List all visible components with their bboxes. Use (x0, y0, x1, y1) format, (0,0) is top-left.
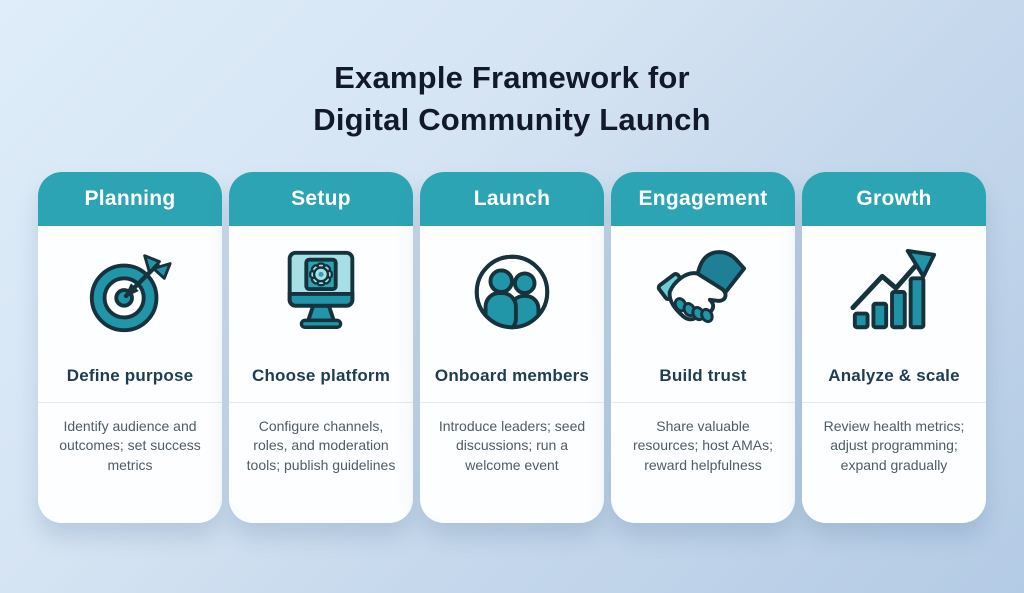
column-launch-header: Launch (420, 172, 604, 226)
column-setup-subtitle: Choose platform (251, 366, 391, 385)
column-planning-header: Planning (38, 172, 222, 226)
column-setup-body: Choose platform Configure channels, role… (229, 226, 413, 523)
framework-columns: Planning Define purpose Identify audienc… (38, 172, 986, 523)
column-planning: Planning Define purpose Identify audienc… (38, 172, 222, 523)
column-setup-description: Configure channels, roles, and moderatio… (229, 402, 413, 523)
page-title: Example Framework for Digital Community … (0, 57, 1024, 141)
column-growth-body: Analyze & scale Review health metrics; a… (802, 226, 986, 523)
column-engagement: Engagement Build trust Share valuable re… (611, 172, 795, 523)
people-circle-icon (465, 226, 559, 350)
column-engagement-header: Engagement (611, 172, 795, 226)
column-engagement-description: Share valuable resources; host AMAs; rew… (611, 402, 795, 523)
column-launch-subtitle: Onboard members (434, 366, 590, 385)
column-planning-description: Identify audience and outcomes; set succ… (38, 402, 222, 523)
column-setup: Setup (229, 172, 413, 523)
page-title-line-1: Example Framework for (334, 60, 690, 95)
page-title-line-2: Digital Community Launch (313, 102, 711, 138)
column-launch-description: Introduce leaders; seed discussions; run… (420, 402, 604, 523)
column-launch: Launch (420, 172, 604, 523)
column-growth-description: Review health metrics; adjust programmin… (802, 402, 986, 523)
column-growth-header: Growth (802, 172, 986, 226)
column-engagement-body: Build trust Share valuable resources; ho… (611, 226, 795, 523)
bar-chart-arrow-icon (847, 226, 941, 350)
monitor-gear-icon (274, 226, 368, 350)
column-planning-subtitle: Define purpose (66, 366, 194, 385)
target-dart-icon (83, 226, 177, 350)
column-growth-subtitle: Analyze & scale (828, 366, 960, 385)
column-growth: Growth Analyze & scale Review health met… (802, 172, 986, 523)
column-engagement-subtitle: Build trust (659, 366, 747, 385)
column-setup-header: Setup (229, 172, 413, 226)
handshake-icon (656, 226, 750, 350)
column-launch-body: Onboard members Introduce leaders; seed … (420, 226, 604, 523)
column-planning-body: Define purpose Identify audience and out… (38, 226, 222, 523)
